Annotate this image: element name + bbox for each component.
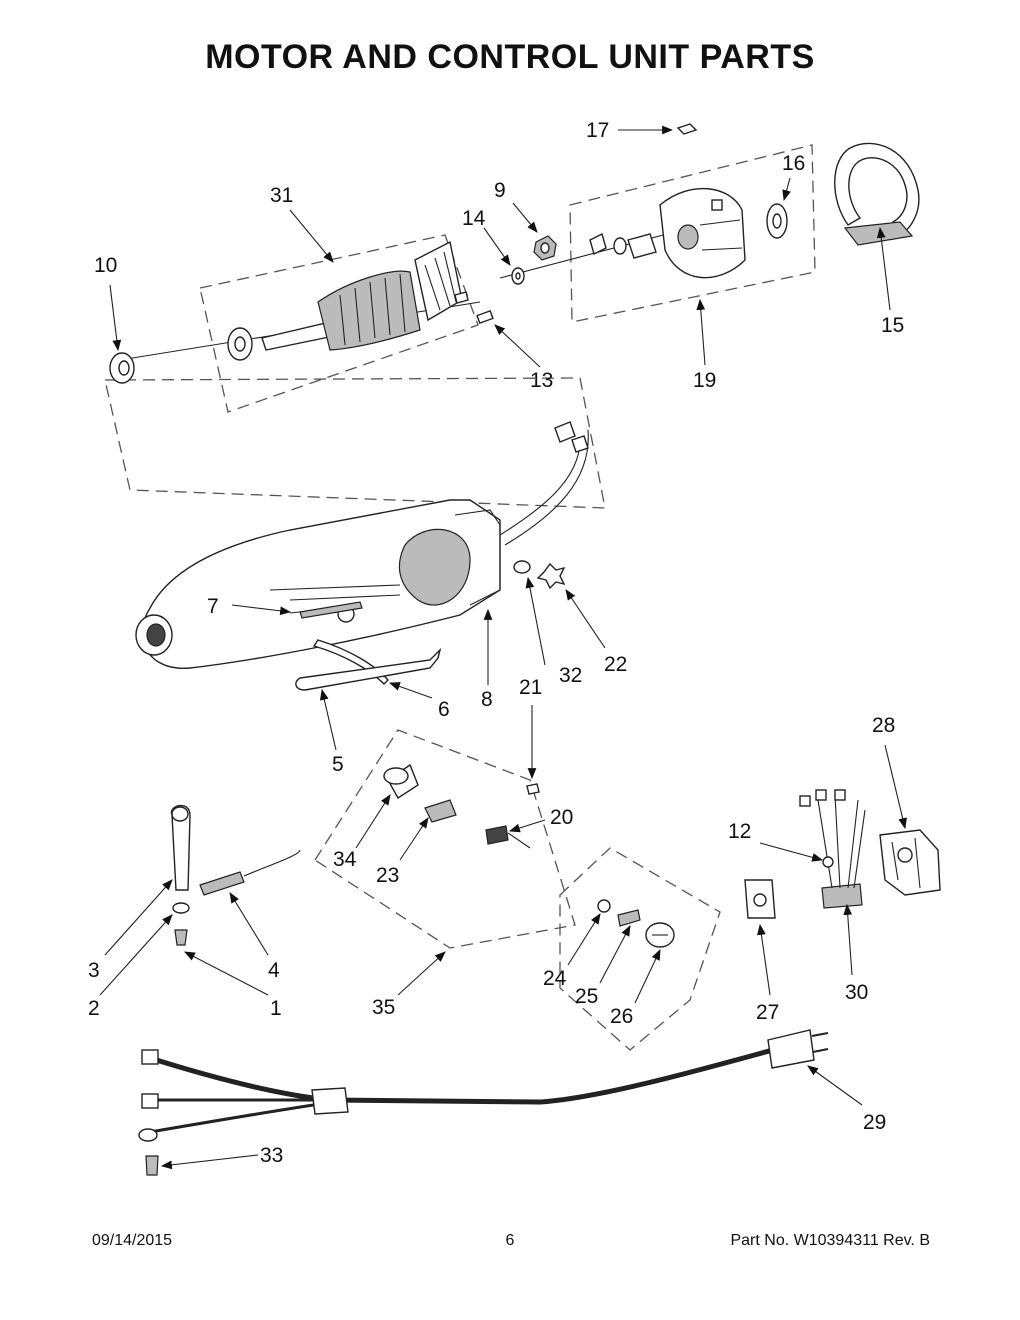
callout-31: 31 [270, 184, 293, 207]
part-13-stud [476, 309, 494, 325]
part-25-spring [617, 909, 641, 927]
part-15-ring-bracket [834, 142, 920, 246]
part-5-plate [295, 647, 442, 691]
callout-17: 16 [782, 152, 805, 175]
callout-6: 6 [438, 698, 450, 721]
print-date: 09/14/2015 [92, 1232, 173, 1249]
part-19-block [676, 123, 698, 135]
callout-19: 17 [586, 119, 609, 142]
part-31-armature [227, 240, 469, 361]
part-7-rod [289, 601, 363, 619]
callout-25: 25 [575, 985, 598, 1008]
part-21-holder [424, 799, 457, 823]
part-22-brush [485, 825, 531, 849]
part-26-knob [645, 922, 675, 948]
callout-32: 32 [559, 664, 582, 687]
callout-27: 27 [756, 1001, 779, 1024]
part-16-bracket [589, 187, 746, 279]
part-24-ball [597, 899, 611, 913]
callout-3: 3 [88, 959, 100, 982]
part-27-clip [744, 879, 776, 919]
callout-13: 13 [530, 369, 553, 392]
part-10-washer [109, 352, 135, 384]
page-number: 6 [505, 1232, 515, 1249]
part-6-plate [312, 639, 389, 685]
part-9-nut [533, 235, 557, 261]
part-30-terminal-block [799, 789, 866, 909]
callout-22: 20 [550, 806, 573, 829]
leader-lines [99, 125, 907, 1170]
callout-8: 8 [481, 688, 493, 711]
callout-29: 29 [863, 1111, 886, 1134]
part-29-cord [138, 1029, 829, 1142]
group-boxes [104, 144, 816, 1051]
part-28-module [879, 829, 941, 896]
callout-28: 28 [872, 714, 895, 737]
part-2-washer [172, 902, 190, 914]
part-3-lever [170, 804, 191, 891]
callout-16: 19 [693, 369, 716, 392]
part-23-spring [526, 783, 540, 795]
callout-12: 12 [728, 820, 751, 843]
part-1-screw [174, 929, 188, 946]
callout-14: 14 [462, 207, 486, 230]
part-4-spring [199, 849, 301, 896]
callout-15: 15 [881, 314, 904, 337]
callout-9: 9 [494, 179, 506, 202]
callout-23: 21 [519, 676, 542, 699]
callout-10: 10 [94, 254, 117, 277]
part-number: Part No. W10394311 Rev. B [730, 1232, 930, 1249]
part-20-star-washer [536, 562, 566, 590]
part-33-screw [145, 1155, 159, 1176]
callout-26: 26 [610, 1005, 633, 1028]
page-title: MOTOR AND CONTROL UNIT PARTS [205, 38, 815, 76]
callout-5: 5 [332, 753, 344, 776]
part-17-bearing [766, 203, 788, 239]
part-14-washer [511, 267, 525, 285]
callout-labels: 17 16 9 31 14 10 15 13 19 7 22 32 21 8 6… [88, 119, 904, 1167]
callout-20: 22 [604, 653, 627, 676]
callout-4: 4 [268, 959, 280, 982]
callout-1: 1 [270, 997, 282, 1020]
callout-35: 35 [372, 996, 395, 1019]
callout-21: 23 [376, 864, 399, 887]
part-34-bushing [383, 763, 419, 799]
part-32-sleeve [513, 560, 531, 574]
callout-24: 24 [543, 967, 567, 990]
callout-2: 2 [88, 997, 100, 1020]
callout-34: 34 [333, 848, 357, 871]
callout-33: 33 [260, 1144, 283, 1167]
part-8-motor-housing [135, 421, 589, 669]
callout-7: 7 [207, 595, 219, 618]
callout-30: 30 [845, 981, 868, 1004]
